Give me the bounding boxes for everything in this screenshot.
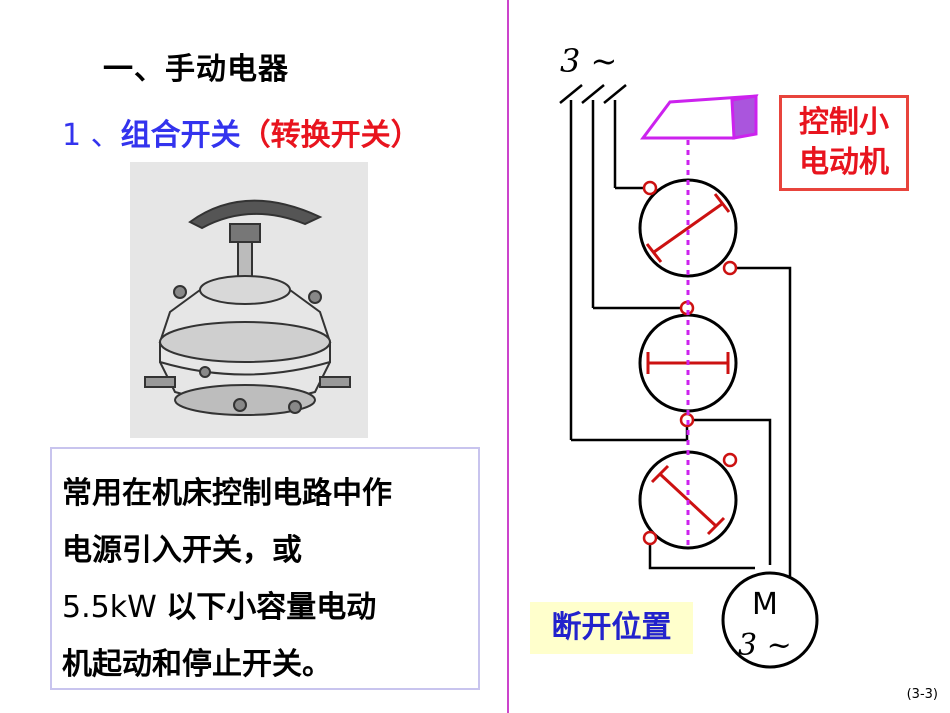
motor-label: M [752, 587, 778, 622]
motor-phase-label: 3 ~ [738, 628, 792, 663]
subsection-alt-title: （转换开关） [240, 118, 421, 153]
description-box: 常用在机床控制电路中作 电源引入开关，或 5.5kW 以下小容量电动 机起动和停… [50, 447, 480, 690]
switch-handle [640, 94, 759, 140]
vertical-divider [507, 0, 509, 713]
description-line-3-text: 以下小容量电动 [166, 590, 377, 625]
switch-drawing [144, 199, 351, 416]
control-label-box: 控制小 电动机 [779, 95, 909, 191]
description-line-1: 常用在机床控制电路中作 [62, 476, 392, 511]
section-heading: 一、手动电器 [103, 52, 289, 87]
control-label-line-2: 电动机 [799, 145, 889, 180]
supply-label: 3 ~ [560, 42, 618, 80]
control-label-line-1: 控制小 [799, 105, 889, 140]
subsection-number: 1 、 [62, 118, 121, 153]
description-line-4: 机起动和停止开关。 [62, 647, 332, 682]
page-number: (3-3) [906, 687, 938, 702]
subsection-heading: 1 、组合开关（转换开关） [62, 110, 421, 154]
motor-symbol [721, 571, 819, 669]
power-rating: 5.5kW [62, 590, 167, 625]
subsection-title: 组合开关 [120, 118, 241, 153]
description-line-2: 电源引入开关，或 [62, 533, 302, 568]
description-line-3: 5.5kW 以下小容量电动 [62, 579, 470, 636]
combination-switch-photo [130, 162, 368, 438]
off-position-label: 断开位置 [530, 602, 693, 654]
